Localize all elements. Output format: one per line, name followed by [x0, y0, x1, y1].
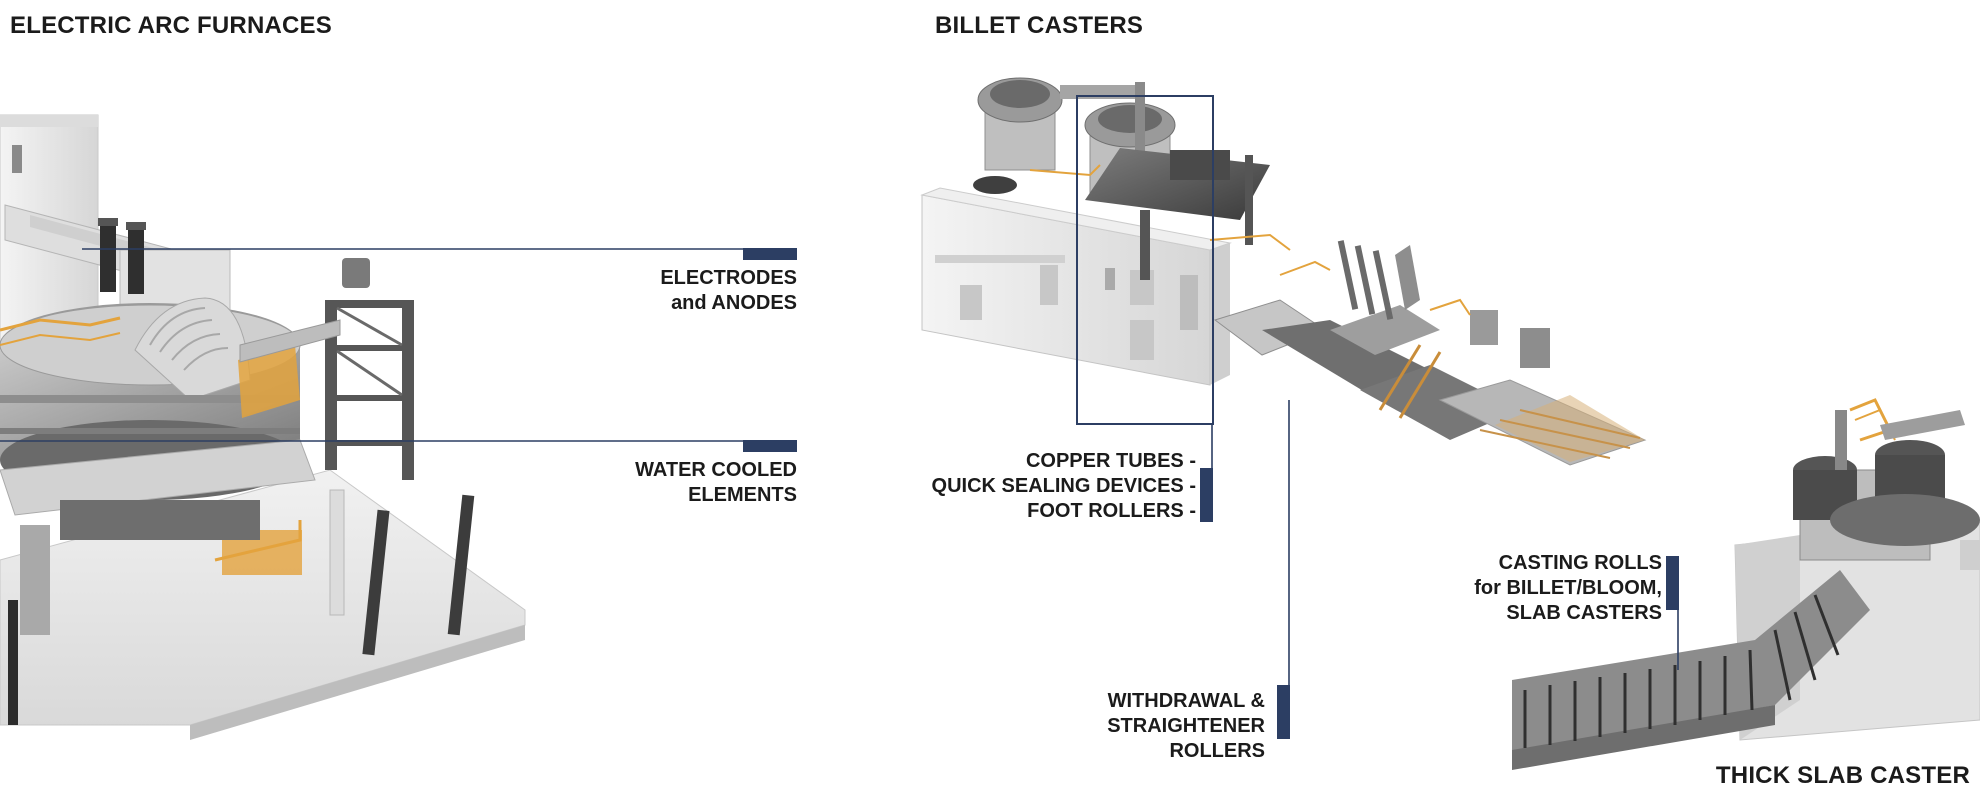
electrodes-label: ELECTRODES and ANODES: [660, 266, 797, 316]
thick-slab-caster-illustration: [1512, 398, 1980, 770]
withdrawal-label-line-2: STRAIGHTENER: [1107, 715, 1265, 737]
water-cooled-label-line-2: ELEMENTS: [688, 484, 797, 506]
water-cooled-label-line-1: WATER COOLED: [635, 459, 797, 481]
electrodes-label-line-2: and ANODES: [671, 292, 797, 314]
withdrawal-label-line-3: ROLLERS: [1169, 740, 1265, 762]
copper-tubes-label-line-2: QUICK SEALING DEVICES -: [931, 475, 1196, 497]
accent-bars: [743, 248, 1679, 739]
billet-caster-illustration: [920, 77, 1647, 466]
casting-rolls-label-line-2: for BILLET/BLOOM,: [1474, 577, 1662, 599]
electrodes-label-line-1: ELECTRODES: [660, 267, 797, 289]
billet-casters-title: BILLET CASTERS: [935, 12, 1144, 39]
casting-rolls-accent-bar: [1666, 556, 1679, 610]
withdrawal-accent-bar: [1277, 685, 1290, 739]
thick-slab-caster-title: THICK SLAB CASTER: [1715, 762, 1970, 789]
callout-lines: [0, 95, 1679, 690]
copper-tubes-accent-bar: [1200, 468, 1213, 522]
water-cooled-accent-bar: [743, 440, 797, 452]
electrodes-accent-bar: [743, 248, 797, 260]
withdrawal-label-line-1: WITHDRAWAL &: [1107, 690, 1265, 712]
electric-arc-furnaces-title: ELECTRIC ARC FURNACES: [10, 12, 332, 39]
casting-rolls-label-line-1: CASTING ROLLS: [1498, 552, 1662, 574]
withdrawal-rollers-label: WITHDRAWAL & STRAIGHTENER ROLLERS: [1107, 689, 1265, 764]
copper-tubes-label-line-3: FOOT ROLLERS -: [1027, 500, 1196, 522]
copper-tubes-label: COPPER TUBES - QUICK SEALING DEVICES - F…: [932, 449, 1196, 524]
electric-arc-furnace-illustration: [0, 114, 526, 740]
casting-rolls-label-line-3: SLAB CASTERS: [1506, 602, 1662, 624]
mould-highlight-frame: [1076, 95, 1214, 425]
water-cooled-label: WATER COOLED ELEMENTS: [635, 458, 797, 508]
copper-tubes-label-line-1: COPPER TUBES -: [1025, 450, 1196, 472]
casting-rolls-label: CASTING ROLLS for BILLET/BLOOM, SLAB CAS…: [1474, 551, 1662, 626]
